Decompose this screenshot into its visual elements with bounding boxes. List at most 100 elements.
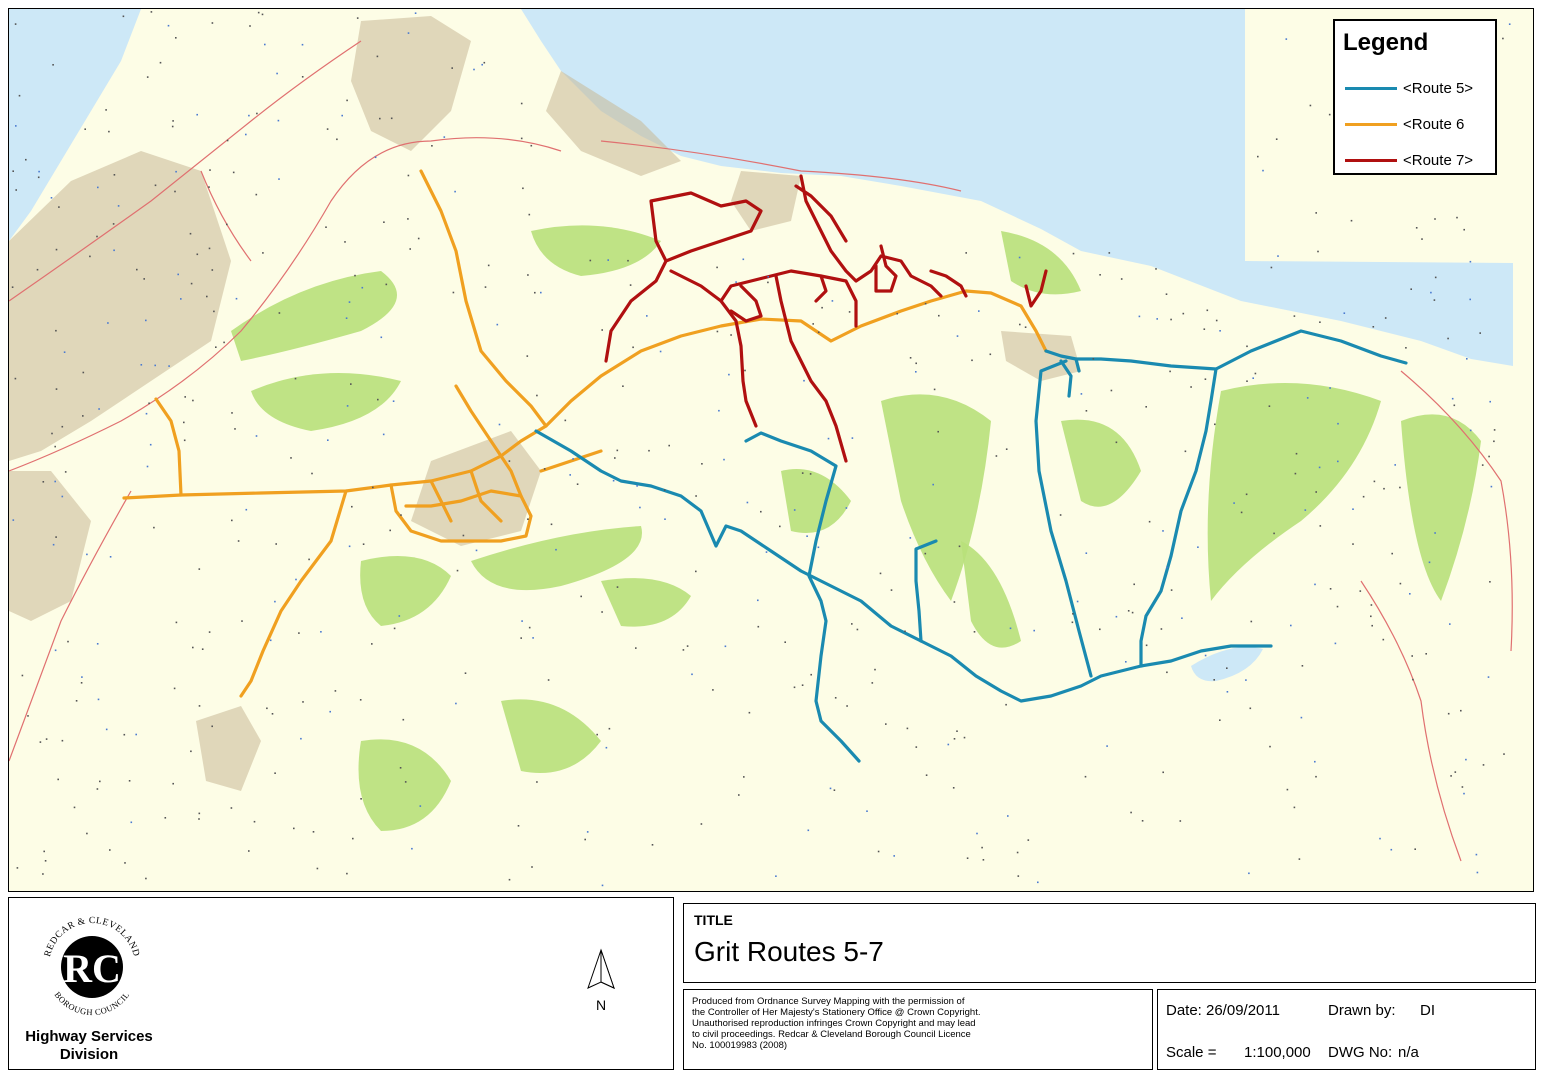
map-detail-dot xyxy=(96,788,99,790)
map-detail-dot xyxy=(1072,252,1075,255)
map-detail-dot xyxy=(663,489,666,491)
map-detail-dot xyxy=(43,850,45,853)
map-detail-dot xyxy=(1301,665,1304,667)
map-detail-dot xyxy=(1433,299,1436,301)
map-detail-dot xyxy=(1092,358,1095,360)
map-detail-dot xyxy=(765,551,768,553)
map-detail-dot xyxy=(334,690,337,692)
map-detail-dot xyxy=(198,705,201,707)
map-detail-dot xyxy=(97,186,99,189)
map-detail-dot xyxy=(1359,590,1362,592)
map-detail-dot xyxy=(175,621,178,624)
map-detail-dot xyxy=(407,174,410,177)
map-detail-dot xyxy=(1390,848,1393,851)
map-detail-dot xyxy=(757,599,759,602)
map-detail-dot xyxy=(1309,104,1312,107)
map-detail-dot xyxy=(184,396,186,398)
map-detail-dot xyxy=(1476,871,1479,874)
map-detail-dot xyxy=(374,156,377,159)
map-detail-dot xyxy=(550,523,553,526)
map-detail-dot xyxy=(1373,480,1376,483)
map-detail-dot xyxy=(971,359,973,362)
map-detail-dot xyxy=(1018,256,1021,259)
map-detail-dot xyxy=(1162,771,1164,774)
map-detail-dot xyxy=(15,125,17,127)
map-title: Grit Routes 5-7 xyxy=(694,936,884,967)
map-detail-dot xyxy=(629,284,632,286)
map-detail-dot xyxy=(89,255,91,258)
map-detail-dot xyxy=(1469,298,1471,301)
map-detail-dot xyxy=(61,739,64,742)
map-canvas[interactable] xyxy=(9,9,1533,891)
map-detail-dot xyxy=(1329,387,1331,389)
map-detail-dot xyxy=(372,486,374,489)
map-view[interactable]: Legend <Route 5> <Route 6 <Route 7> xyxy=(8,8,1534,892)
map-detail-dot xyxy=(75,700,78,702)
map-detail-dot xyxy=(311,472,313,475)
map-detail-dot xyxy=(1425,653,1427,655)
map-detail-dot xyxy=(601,884,604,887)
map-detail-dot xyxy=(352,837,354,840)
map-detail-dot xyxy=(109,556,112,558)
legend-swatch-route-6 xyxy=(1345,123,1397,126)
route-7-lines xyxy=(604,174,1048,463)
map-detail-dot xyxy=(646,315,648,317)
map-detail-dot xyxy=(145,319,147,322)
map-detail-dot xyxy=(1487,676,1490,678)
map-detail-dot xyxy=(189,232,192,235)
map-detail-dot xyxy=(1131,611,1134,614)
map-detail-dot xyxy=(96,643,99,645)
map-detail-dot xyxy=(1203,328,1206,330)
map-detail-dot xyxy=(742,258,745,261)
map-detail-dot xyxy=(308,558,310,561)
map-detail-dot xyxy=(1428,561,1431,564)
map-detail-dot xyxy=(527,274,529,276)
map-detail-dot xyxy=(829,787,832,790)
title-block: TITLE Grit Routes 5-7 xyxy=(683,903,1536,983)
map-detail-dot xyxy=(55,248,58,251)
map-detail-dot xyxy=(668,444,670,447)
map-detail-dot xyxy=(995,455,998,457)
map-detail-dot xyxy=(938,314,940,317)
map-detail-dot xyxy=(61,495,64,498)
map-detail-dot xyxy=(1337,460,1339,463)
map-detail-dot xyxy=(385,283,388,286)
map-detail-dot xyxy=(1490,485,1493,488)
map-detail-dot xyxy=(1270,266,1273,269)
map-detail-dot xyxy=(664,518,666,520)
map-detail-dot xyxy=(1254,372,1257,375)
map-detail-dot xyxy=(1405,347,1407,349)
map-detail-dot xyxy=(148,402,150,405)
map-detail-dot xyxy=(379,117,381,120)
map-detail-dot xyxy=(915,371,917,373)
map-detail-dot xyxy=(1379,837,1381,840)
map-detail-dot xyxy=(1226,691,1229,693)
map-detail-dot xyxy=(192,646,194,649)
date-value: 26/09/2011 xyxy=(1206,1002,1280,1019)
legend-swatch-route-5 xyxy=(1345,87,1397,90)
map-detail-dot xyxy=(360,798,362,800)
map-detail-dot xyxy=(1027,839,1030,841)
map-detail-dot xyxy=(171,125,174,128)
map-detail-dot xyxy=(371,643,373,645)
map-detail-dot xyxy=(1005,448,1008,450)
map-detail-dot xyxy=(253,820,256,823)
dwg-value: n/a xyxy=(1398,1044,1419,1061)
map-detail-dot xyxy=(11,286,14,288)
map-detail-dot xyxy=(293,827,295,830)
map-detail-dot xyxy=(99,780,101,783)
map-detail-dot xyxy=(245,508,248,511)
drawing-info: Date: 26/09/2011 Drawn by: DI Scale = 1:… xyxy=(1157,989,1536,1070)
map-detail-dot xyxy=(1125,661,1127,663)
map-detail-dot xyxy=(1215,319,1218,322)
map-detail-dot xyxy=(1155,268,1157,270)
map-detail-dot xyxy=(1489,581,1491,583)
map-detail-dot xyxy=(1317,250,1319,253)
map-detail-dot xyxy=(172,782,174,785)
woodland-areas xyxy=(231,225,1481,831)
map-detail-dot xyxy=(346,99,348,102)
map-detail-dot xyxy=(411,847,413,850)
map-detail-dot xyxy=(325,226,327,228)
map-detail-dot xyxy=(893,855,895,857)
map-detail-dot xyxy=(543,468,546,470)
